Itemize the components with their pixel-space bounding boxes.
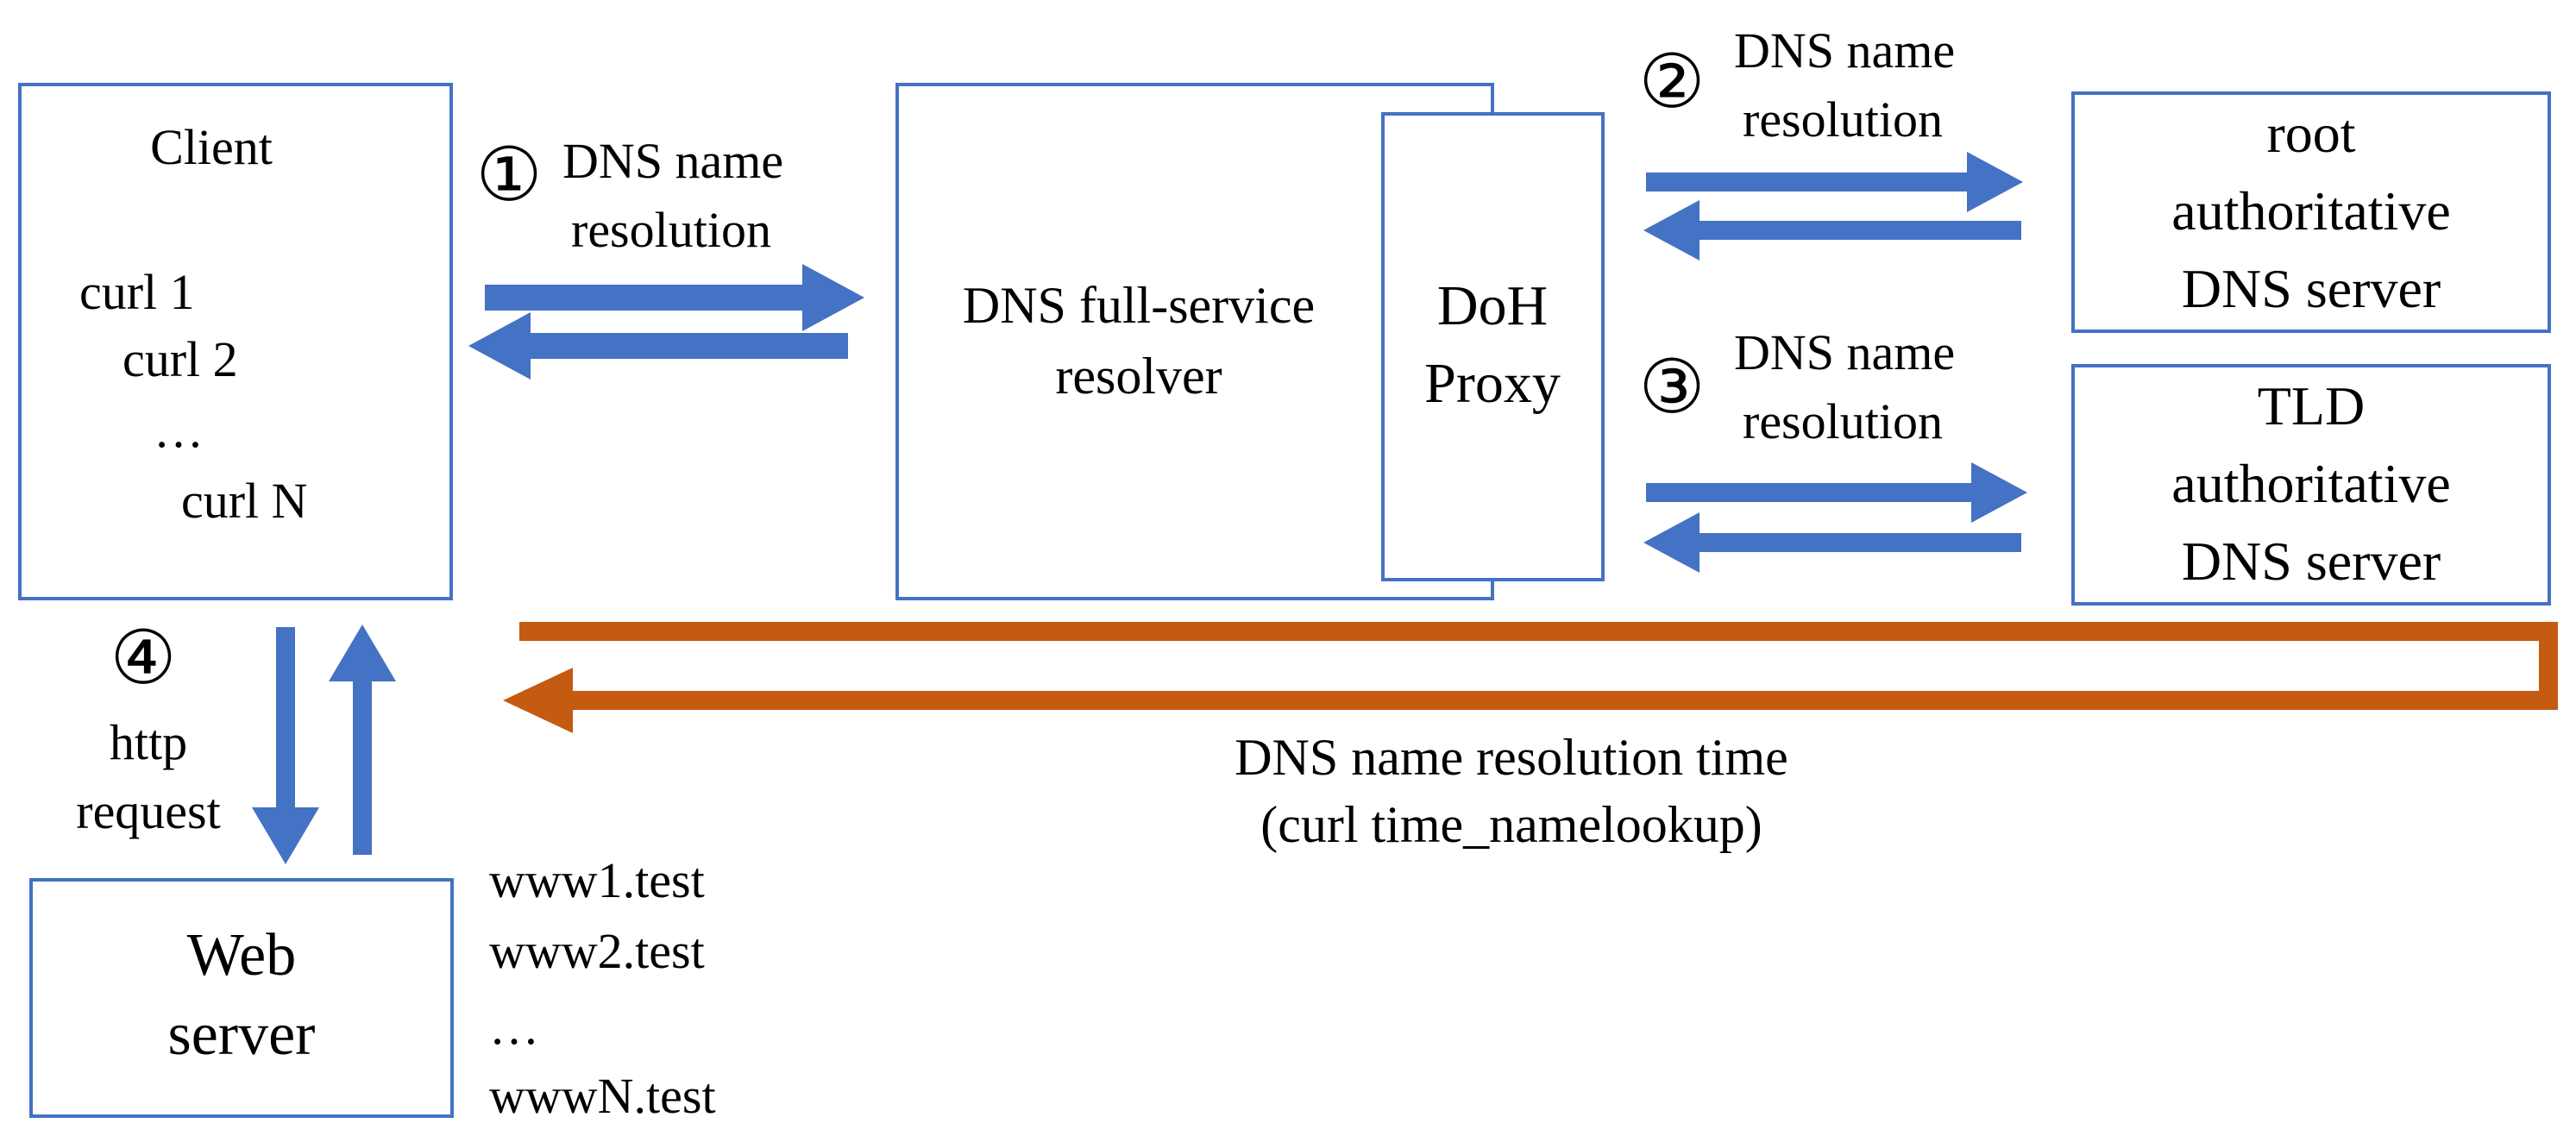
doh-proxy-box	[1381, 112, 1605, 581]
step2-label: ② DNS name resolution	[1638, 22, 1955, 147]
test-domain-item: wwwN.test	[489, 1068, 716, 1124]
test-domain-item: …	[489, 999, 539, 1055]
step1-label-line2: resolution	[571, 202, 771, 258]
arrow-client-to-resolver	[485, 264, 864, 331]
client-item: curl 1	[79, 264, 195, 320]
root-server-box	[2071, 91, 2551, 333]
step4-label-line1: http	[110, 714, 187, 770]
step4-label-line2: request	[76, 783, 221, 839]
step3-label-line2: resolution	[1743, 393, 1943, 449]
root-server-label-line3: DNS server	[2182, 258, 2441, 319]
resolution-time-arrow	[503, 622, 2558, 733]
step2-marker: ②	[1638, 41, 1705, 123]
tld-server-label-line3: DNS server	[2182, 530, 2441, 592]
step3-marker: ③	[1638, 346, 1705, 429]
doh-proxy-label-line1: DoH	[1437, 274, 1548, 337]
test-domain-item: www2.test	[489, 923, 705, 979]
arrow-client-to-web-server	[252, 627, 319, 864]
arrow-tld-to-resolver	[1643, 512, 2021, 573]
resolution-time-label-line2: (curl time_namelookup)	[1260, 796, 1762, 853]
arrow-resolver-to-tld	[1646, 462, 2027, 523]
step1-label-line1: DNS name	[562, 133, 783, 189]
resolver-label-line2: resolver	[1055, 348, 1222, 405]
step3-label-line1: DNS name	[1734, 324, 1955, 380]
root-server-node: root authoritative DNS server	[2071, 91, 2551, 333]
root-server-label-line1: root	[2266, 103, 2355, 164]
arrow-resolver-to-client	[468, 312, 848, 380]
tld-server-label-line1: TLD	[2258, 375, 2365, 436]
client-box	[18, 83, 453, 600]
tld-server-box	[2071, 364, 2551, 606]
web-server-label-line2: server	[167, 1001, 315, 1068]
arrow-web-server-to-client	[329, 624, 396, 855]
step1-label: ① DNS name resolution	[475, 133, 783, 258]
client-item: curl N	[181, 473, 308, 529]
root-server-label-line2: authoritative	[2171, 180, 2450, 242]
test-domain-item: www1.test	[489, 852, 705, 908]
step4-marker: ④	[110, 617, 176, 700]
resolver-label-line1: DNS full-service	[963, 277, 1315, 334]
step1-marker: ①	[475, 134, 542, 217]
client-item: …	[154, 402, 204, 458]
doh-proxy-label-line2: Proxy	[1424, 352, 1561, 415]
tld-server-node: TLD authoritative DNS server	[2071, 364, 2551, 606]
step2-label-line1: DNS name	[1734, 22, 1955, 78]
step3-label: ③ DNS name resolution	[1638, 324, 1955, 449]
web-server-label-line1: Web	[187, 922, 297, 989]
step2-label-line2: resolution	[1743, 91, 1943, 147]
test-domain-list: www1.test www2.test … wwwN.test	[489, 852, 716, 1124]
doh-proxy-node: DoH Proxy	[1381, 112, 1605, 581]
client-item: curl 2	[123, 331, 238, 387]
web-server-node: Web server	[29, 878, 454, 1118]
tld-server-label-line2: authoritative	[2171, 453, 2450, 514]
arrow-resolver-to-root	[1646, 152, 2023, 212]
arrow-root-to-resolver	[1643, 200, 2021, 260]
resolution-time-label-line1: DNS name resolution time	[1235, 729, 1788, 786]
client-title: Client	[150, 119, 273, 175]
client-node: Client curl 1 curl 2 … curl N	[18, 83, 453, 600]
step4-label: ④ http request	[76, 617, 221, 839]
web-server-box	[29, 878, 454, 1118]
